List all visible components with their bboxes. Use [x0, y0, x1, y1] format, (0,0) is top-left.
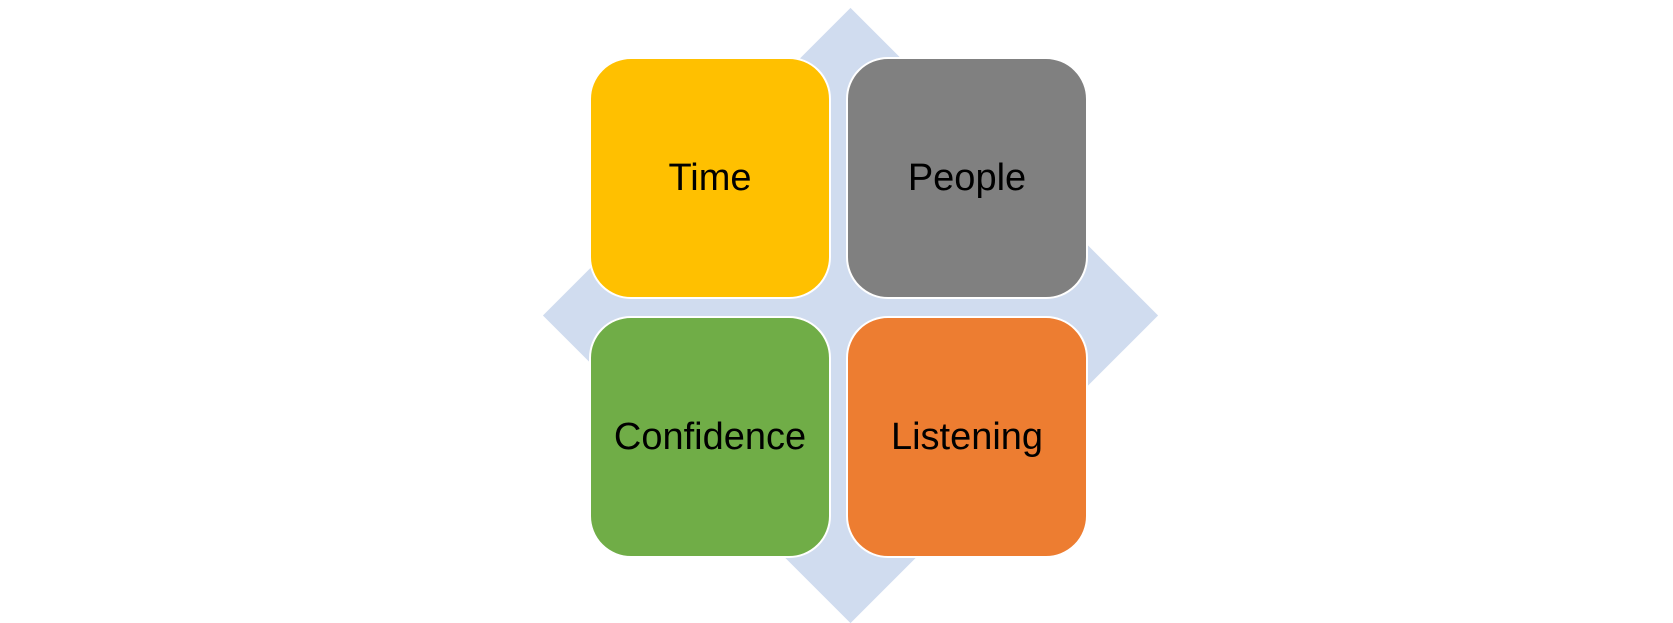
tile-label: Time: [668, 157, 752, 199]
tile-people: People: [846, 57, 1088, 299]
tile-confidence: Confidence: [589, 316, 831, 558]
tile-listening: Listening: [846, 316, 1088, 558]
tile-time: Time: [589, 57, 831, 299]
tile-label: Confidence: [613, 416, 807, 458]
tile-label: People: [907, 157, 1027, 199]
tile-label: Listening: [890, 416, 1044, 458]
